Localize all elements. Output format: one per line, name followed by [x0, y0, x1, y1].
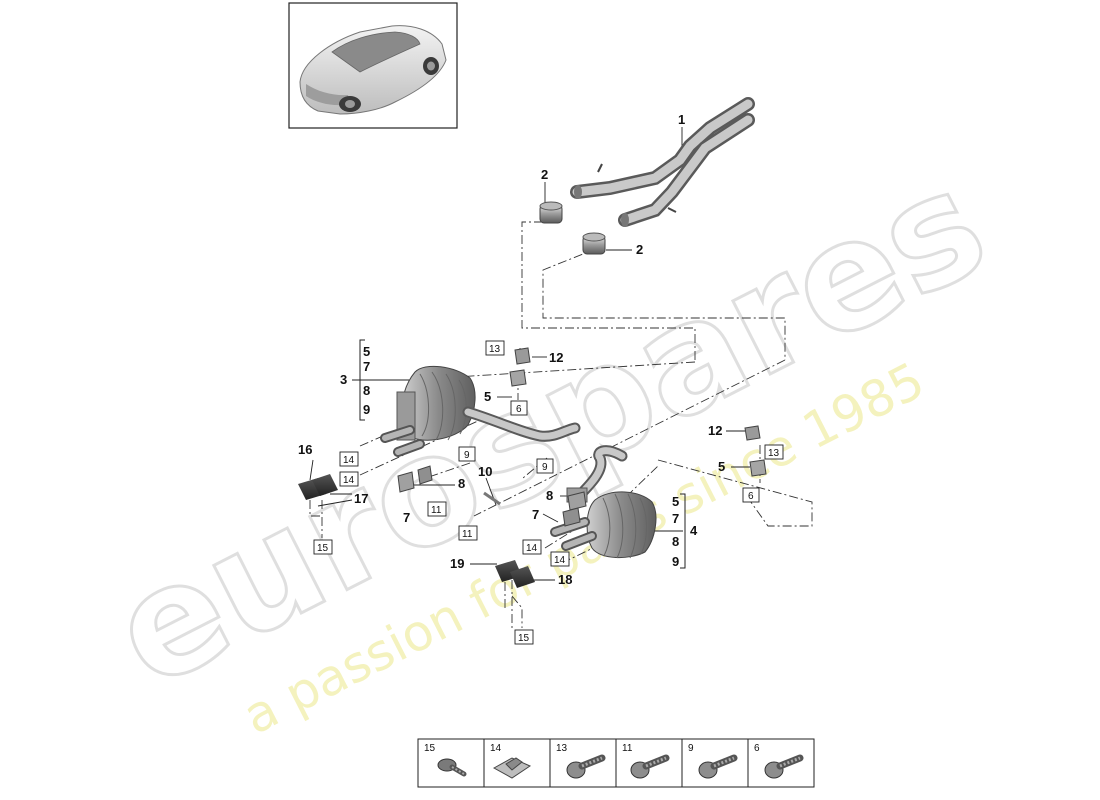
- callout-4: 4: [690, 523, 698, 538]
- boxed-label-text: 13 6 14 14 15 9 11 11 9 14 14 15 13 6: [317, 344, 780, 644]
- hanger-5b: [749, 459, 767, 477]
- boxed-14d: 14: [554, 555, 566, 566]
- clip-7a: [397, 465, 433, 493]
- boxed-15a: 15: [317, 543, 329, 554]
- group-bracket-3: [359, 339, 365, 421]
- hanger-12b: [744, 425, 761, 441]
- left-muffler: [380, 365, 581, 457]
- group-3-item: 9: [363, 402, 370, 417]
- fastener-legend: 15 14 13 11 9 6: [417, 738, 815, 788]
- clamp-part-2a: [539, 201, 563, 224]
- legend-num: 11: [622, 743, 633, 754]
- callout-1: 1: [678, 112, 685, 127]
- flange-bolt-icon: [764, 754, 804, 779]
- boxed-11b: 11: [462, 529, 473, 540]
- boxed-14b: 14: [343, 475, 355, 486]
- callout-8b: 8: [546, 488, 553, 503]
- boxed-13a: 13: [489, 344, 501, 355]
- clamp-part-2b: [582, 232, 606, 255]
- callout-19: 19: [450, 556, 464, 571]
- group-3-list: 5 7 8 9: [363, 344, 370, 417]
- right-muffler: [550, 445, 657, 559]
- callouts: 1 2 2 3 4 12 5 12 5 16 17 7 8 10 8 7 19 …: [298, 112, 725, 587]
- legend-num: 13: [556, 743, 568, 754]
- callout-16: 16: [298, 442, 312, 457]
- group-4-list: 5 7 8 9: [672, 494, 679, 569]
- legend-num: 15: [424, 743, 436, 754]
- group-3-item: 5: [363, 344, 370, 359]
- group-4-item: 9: [672, 554, 679, 569]
- group-bracket-4: [680, 493, 686, 569]
- callout-7a: 7: [403, 510, 410, 525]
- rod-10: [483, 491, 501, 506]
- callout-12b: 12: [708, 423, 722, 438]
- callout-2a: 2: [541, 167, 548, 182]
- group-4-item: 7: [672, 511, 679, 526]
- boxed-9b: 9: [542, 462, 548, 473]
- callout-17: 17: [354, 491, 368, 506]
- legend-num: 14: [490, 743, 502, 754]
- tailpipe-tips-left: [298, 474, 338, 500]
- car-thumbnail: [288, 2, 458, 129]
- boxed-14a: 14: [343, 455, 355, 466]
- callout-2b: 2: [636, 242, 643, 257]
- callout-10: 10: [478, 464, 492, 479]
- flange-bolt-icon: [630, 754, 670, 779]
- round-head-bolt-icon: [437, 758, 467, 777]
- callout-8a: 8: [458, 476, 465, 491]
- callout-7b: 7: [532, 507, 539, 522]
- group-4-item: 5: [672, 494, 679, 509]
- flange-bolt-icon: [698, 754, 738, 779]
- hanger-5a: [509, 369, 527, 387]
- boxed-11a: 11: [431, 505, 442, 516]
- tailpipe-tips-right: [495, 560, 535, 588]
- callout-5b: 5: [718, 459, 725, 474]
- boxed-15b: 15: [518, 633, 530, 644]
- hanger-12a: [514, 347, 531, 365]
- group-4-item: 8: [672, 534, 679, 549]
- boxed-13b: 13: [768, 448, 780, 459]
- callout-18: 18: [558, 572, 572, 587]
- clip-7b: [562, 491, 587, 527]
- legend-num: 6: [754, 743, 760, 754]
- group-3-item: 7: [363, 359, 370, 374]
- y-pipe-assembly: [570, 97, 755, 227]
- legend-num: 9: [688, 743, 694, 754]
- callout-5a: 5: [484, 389, 491, 404]
- speed-nut-clip-icon: [492, 757, 532, 779]
- boxed-labels: [313, 340, 784, 645]
- boxed-6b: 6: [748, 491, 754, 502]
- callout-3: 3: [340, 372, 347, 387]
- flange-bolt-icon: [566, 754, 606, 779]
- group-3-item: 8: [363, 383, 370, 398]
- boxed-9a: 9: [464, 450, 470, 461]
- car-illustration: [299, 25, 447, 115]
- boxed-14c: 14: [526, 543, 538, 554]
- callout-12a: 12: [549, 350, 563, 365]
- boxed-6a: 6: [516, 404, 522, 415]
